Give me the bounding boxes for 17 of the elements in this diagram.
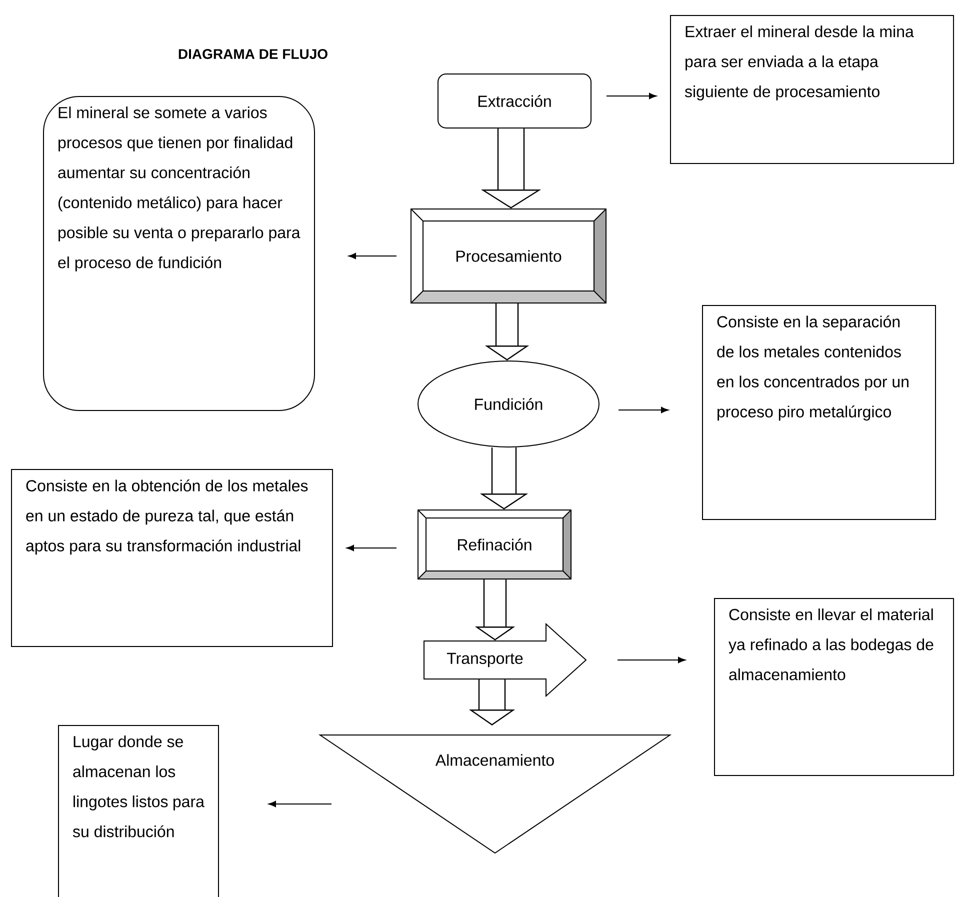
description-box: Lugar donde se almacenan los lingotes listos para su distribución [58, 725, 219, 897]
diagram-title: DIAGRAMA DE FLUJO [178, 49, 328, 59]
bevel-box: Procesamiento [410, 208, 606, 304]
arrow [606, 92, 657, 100]
process-box: Extracción [438, 74, 592, 128]
arrow [346, 544, 397, 552]
description-box: Consiste en la obtención de los metales en un estado de pureza tal, que están aptos para su transformación industrial [11, 469, 333, 647]
description-box: Consiste en llevar el material ya refinado a las bodegas de almacenamiento [714, 598, 954, 776]
arrow [268, 800, 332, 808]
arrow [618, 406, 669, 414]
arrow-shaped-box: Transporte [424, 622, 587, 698]
description-box: El mineral se somete a varios procesos que tienen por finalidad aumentar su concentración (contenido metálico) para hacer posible su venta o prepararlo para el proceso de fundición [43, 96, 315, 411]
arrow [348, 252, 397, 260]
arrow [617, 656, 686, 664]
description-box: Extraer el mineral desde la mina para ser enviada a la etapa siguiente de procesamiento [670, 15, 954, 164]
bevel-box: Refinación [418, 510, 572, 580]
description-box: Consiste en la separación de los metales contenidos en los concentrados por un proceso piro metalúrgico [702, 305, 936, 520]
